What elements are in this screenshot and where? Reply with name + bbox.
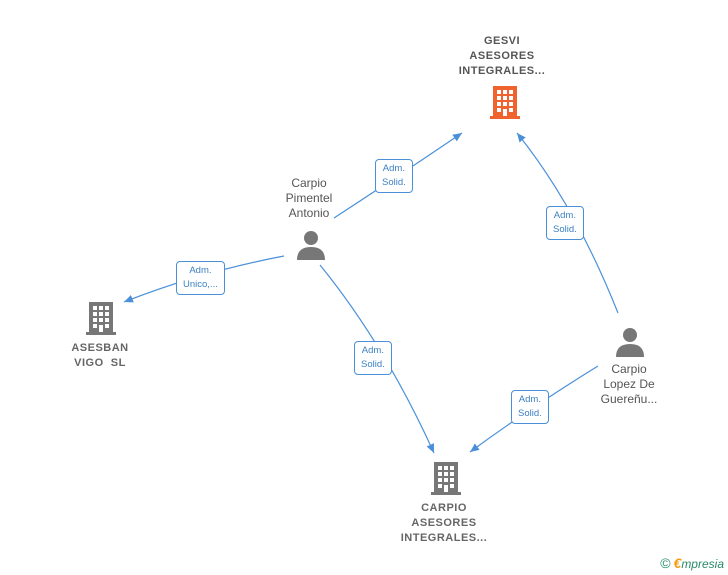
building-icon[interactable] [430,460,462,496]
label-line: INTEGRALES... [400,532,488,544]
edge-label-line: Adm. [382,163,405,174]
brand-name: mpresia [681,557,724,571]
label-line: Guereñu... [600,392,658,406]
node-carpio-pimentel-label[interactable]: Carpio Pimentel Antonio [262,176,356,221]
label-line: ASESORES [469,50,535,62]
label-line: Lopez De [603,377,655,391]
building-icon[interactable] [489,84,521,120]
edge-label-line: Unico,... [183,279,218,290]
label-line: GESVI [483,35,521,47]
label-line: ASESBAN [71,342,129,354]
building-icon[interactable] [85,300,117,336]
label-line: VIGO SL [74,357,126,369]
label-line: Pimentel [285,191,333,205]
label-line: Carpio [291,176,327,190]
node-gesvi-label[interactable]: GESVI ASESORES INTEGRALES... [442,34,562,79]
edge-label-line: Solid. [553,224,577,235]
edge-label-line: Solid. [361,359,385,370]
brand-initial: € [673,555,682,571]
label-line: CARPIO [421,502,467,514]
edge-label-lopez-gesvi[interactable]: Adm. Solid. [546,206,584,240]
label-line: ASESORES [411,517,477,529]
person-icon[interactable] [295,229,327,261]
edge-label-lopez-carpio-asesores[interactable]: Adm. Solid. [511,390,549,424]
edge-label-pimentel-gesvi[interactable]: Adm. Solid. [375,159,413,193]
edge-label-line: Solid. [382,177,406,188]
node-carpio-asesores-label[interactable]: CARPIO ASESORES INTEGRALES... [384,501,504,546]
node-asesban-label[interactable]: ASESBAN VIGO SL [50,341,150,371]
label-line: Carpio [611,362,647,376]
node-carpio-lopez-label[interactable]: Carpio Lopez De Guereñu... [586,362,672,407]
copyright-symbol: © [660,555,671,571]
edge-label-line: Adm. [553,210,576,221]
edge-label-line: Adm. [518,394,541,405]
label-line: Antonio [288,206,330,220]
edge-label-line: Adm. [361,345,384,356]
edge-label-line: Adm. [189,265,212,276]
edge-label-line: Solid. [518,408,542,419]
person-icon[interactable] [614,326,646,358]
label-line: INTEGRALES... [458,65,546,77]
edge-label-pimentel-carpio-asesores[interactable]: Adm. Solid. [354,341,392,375]
edge-label-pimentel-asesban[interactable]: Adm. Unico,... [176,261,225,295]
empresia-logo: ©€mpresia [660,555,724,571]
